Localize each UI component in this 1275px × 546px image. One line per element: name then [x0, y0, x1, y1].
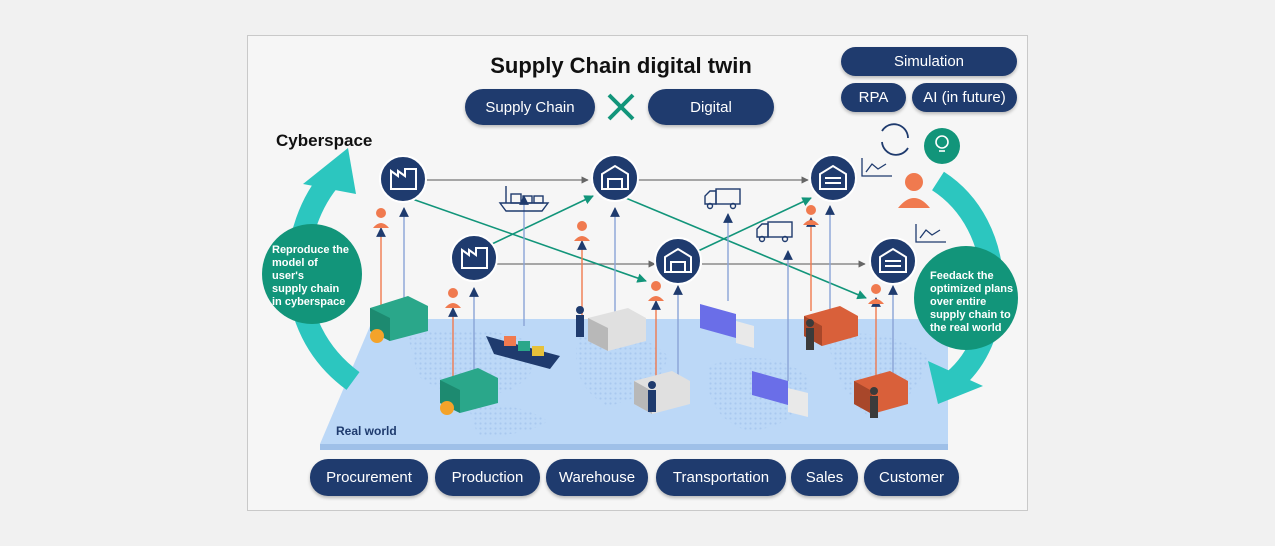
person-icon — [648, 281, 664, 301]
cross-icon — [607, 93, 635, 121]
vertical-connectors — [376, 195, 898, 381]
truck-icon — [756, 221, 793, 243]
stage-sales: Sales — [791, 459, 858, 496]
cyber-flow-lines — [397, 176, 867, 300]
cargo-ship — [486, 336, 560, 369]
warehouse-icon — [809, 154, 857, 202]
lightbulb-icon — [924, 128, 960, 164]
diagram-frame: Supply Chain digital twin Supply Chain D… — [247, 35, 1028, 511]
factory-icon — [450, 234, 498, 282]
delivery-truck — [700, 304, 754, 348]
stage-procurement: Procurement — [310, 459, 428, 496]
line-chart-icon — [915, 224, 946, 243]
delivery-truck — [752, 371, 808, 417]
warehouse-building — [588, 308, 646, 351]
diagram-canvas — [262, 93, 1018, 450]
person-icon — [574, 221, 590, 241]
line-chart-icon — [861, 158, 892, 177]
feedback-note-circle — [914, 246, 1018, 350]
cycle-arrows-icon — [881, 123, 909, 156]
rpa-pill: RPA — [841, 83, 906, 112]
ai-pill: AI (in future) — [912, 83, 1017, 112]
supply-chain-pill: Supply Chain — [465, 89, 595, 125]
stage-transportation: Transportation — [656, 459, 786, 496]
real-world-label: Real world — [336, 424, 397, 438]
worker-figure — [370, 329, 384, 343]
person-icon — [803, 205, 819, 225]
stage-production: Production — [435, 459, 540, 496]
worker-figure — [648, 381, 656, 412]
stage-warehouse: Warehouse — [546, 459, 648, 496]
factory-building — [370, 296, 428, 341]
worker-figure — [870, 387, 878, 418]
factory-icon — [379, 155, 427, 203]
truck-icon — [704, 188, 741, 210]
page-title: Supply Chain digital twin — [490, 53, 752, 78]
worker-figure — [806, 319, 814, 350]
stage-customer: Customer — [864, 459, 959, 496]
reproduce-note-circle — [262, 224, 362, 324]
simulation-pill: Simulation — [841, 47, 1017, 76]
warehouse-icon — [591, 154, 639, 202]
person-icon — [898, 173, 930, 208]
warehouse-icon — [654, 237, 702, 285]
store-building — [854, 371, 908, 414]
warehouse-icon — [869, 237, 917, 285]
worker-figure — [576, 306, 584, 337]
digital-pill: Digital — [648, 89, 774, 125]
person-icon — [373, 208, 389, 228]
worker-figure — [440, 401, 454, 415]
ship-icon — [498, 186, 550, 212]
cyberspace-label: Cyberspace — [276, 131, 373, 150]
person-icon — [445, 288, 461, 308]
person-icon — [868, 284, 884, 304]
